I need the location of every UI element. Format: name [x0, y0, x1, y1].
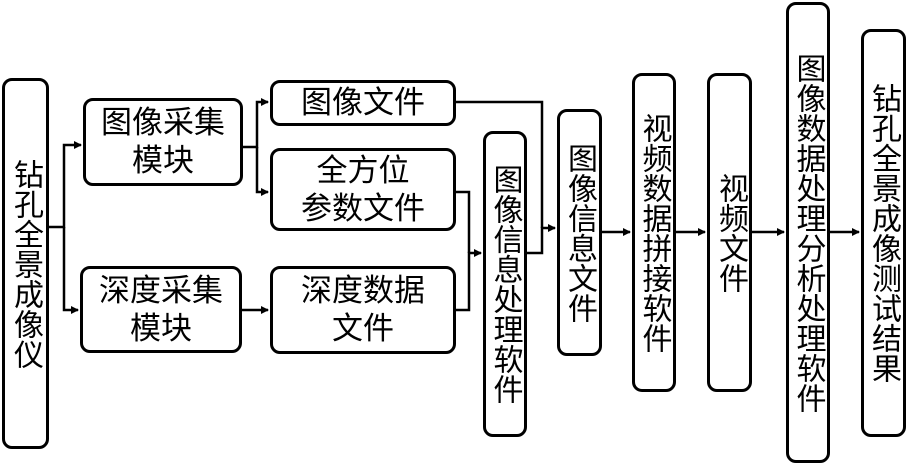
- edge-image-file-to-info-file: [455, 100, 544, 228]
- node-orientation-file: 全方位 参数文件: [270, 148, 456, 231]
- node-image-info-file-label: 图像信息文件: [562, 142, 597, 323]
- edge-depth-file-to-software: [455, 249, 482, 312]
- edge-image-module-to-image-file: [242, 98, 269, 149]
- node-image-module: 图像采集 模块: [83, 98, 243, 186]
- edge-software-to-info-file: [526, 224, 556, 255]
- node-video-stitch-software-label: 视频数据拼接软件: [636, 112, 672, 353]
- node-image-module-line1: 图像采集: [101, 105, 225, 141]
- node-depth-file-line1: 深度数据: [301, 273, 425, 309]
- node-video-file: 视频文件: [707, 73, 752, 392]
- node-depth-module-line2: 模块: [130, 310, 192, 347]
- node-image-file-line1: 图像文件: [301, 85, 425, 121]
- edge-orientation-file-to-software: [455, 190, 471, 253]
- node-image-file: 图像文件: [270, 80, 456, 126]
- node-depth-file-line2: 文件: [332, 311, 394, 347]
- node-instrument-label: 钻孔全景成像仪: [8, 158, 43, 369]
- edge-image-module-to-orientation-file: [255, 147, 269, 196]
- node-analysis-software-label: 图像数据处理分析处理软件: [790, 52, 826, 413]
- node-image-info-software-label: 图像信息处理软件: [487, 164, 523, 404]
- node-result: 钻孔全景成像测试结果: [861, 29, 906, 437]
- node-depth-module: 深度采集 模块: [80, 266, 242, 353]
- node-depth-module-line1: 深度采集: [99, 272, 223, 309]
- node-video-stitch-software: 视频数据拼接软件: [632, 73, 676, 392]
- node-result-label: 钻孔全景成像测试结果: [866, 83, 901, 383]
- node-orientation-file-line1: 全方位: [316, 152, 410, 189]
- node-video-file-label: 视频文件: [713, 172, 748, 293]
- edge-instrument-to-image-module: [48, 141, 82, 229]
- node-analysis-software: 图像数据处理分析处理软件: [786, 2, 830, 463]
- node-image-info-file: 图像信息文件: [557, 109, 602, 356]
- edge-instrument-to-depth-module: [62, 227, 79, 314]
- node-instrument: 钻孔全景成像仪: [2, 78, 49, 449]
- node-image-info-software: 图像信息处理软件: [483, 131, 527, 437]
- node-orientation-file-line2: 参数文件: [301, 190, 425, 227]
- node-image-module-line2: 模块: [132, 143, 194, 179]
- node-depth-file: 深度数据 文件: [270, 266, 456, 354]
